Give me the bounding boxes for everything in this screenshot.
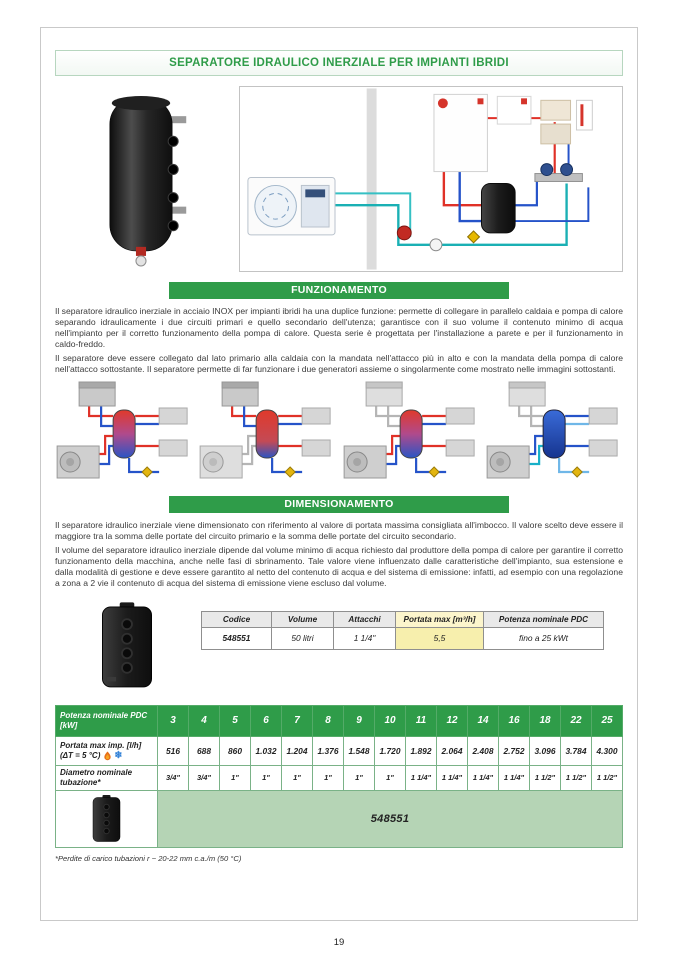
flow-value-cell: 1.720 <box>374 735 406 766</box>
power-table-flow-row: Portata max imp. [l/h] (ΔT = 5 °C)❄ 516 … <box>55 735 623 766</box>
flow-value-cell: 2.408 <box>467 735 499 766</box>
power-kw-cell: 12 <box>436 704 468 737</box>
diameter-value-cell: 1" <box>374 764 406 791</box>
power-kw-cell: 18 <box>529 704 561 737</box>
spec-section: Codice Volume Attacchi Portata max [m³/h… <box>55 597 623 695</box>
flow-value-cell: 1.548 <box>343 735 375 766</box>
operating-mode-diagram-2 <box>198 380 336 486</box>
power-kw-cell: 10 <box>374 704 406 737</box>
cylindrical-tank-illustration <box>109 96 187 267</box>
flow-value-cell: 1.032 <box>250 735 282 766</box>
spec-value-codice: 548551 <box>201 626 272 650</box>
section-heading-funzionamento: FUNZIONAMENTO <box>169 282 509 299</box>
diameter-value-cell: 1" <box>281 764 313 791</box>
page-number: 19 <box>333 937 345 948</box>
power-table-code-row: 548551 <box>55 789 623 848</box>
power-kw-cell: 25 <box>591 704 623 737</box>
flame-icon <box>104 751 112 760</box>
product-thumbnail <box>55 789 158 848</box>
operating-mode-diagram-1 <box>55 380 193 486</box>
spec-value-portata-max: 5,5 <box>395 626 484 650</box>
hydraulic-scheme-drawing <box>247 88 593 270</box>
power-table-diameter-row: Diametro nominale tubazione* 3/4" 3/4" 1… <box>55 764 623 791</box>
diameter-value-cell: 1 1/4" <box>467 764 499 791</box>
spec-header-potenza-pdc: Potenza nominale PDC <box>483 610 604 628</box>
spec-header-portata-max: Portata max [m³/h] <box>395 610 484 628</box>
flow-value-cell: 516 <box>157 735 189 766</box>
flow-value-cell: 3.096 <box>529 735 561 766</box>
power-kw-cell: 6 <box>250 704 282 737</box>
power-row2-label: Portata max imp. [l/h] (ΔT = 5 °C) ❄ <box>55 735 158 766</box>
flow-value-cell: 860 <box>219 735 251 766</box>
product-photo-wall-tank <box>77 597 177 695</box>
power-table-header-row: Potenza nominale PDC [kW] 3 4 5 6 7 8 9 … <box>55 704 623 737</box>
power-kw-cell: 3 <box>157 704 189 737</box>
power-kw-cell: 7 <box>281 704 313 737</box>
power-kw-cell: 14 <box>467 704 499 737</box>
diameter-value-cell: 1 1/4" <box>405 764 437 791</box>
product-photo-cylindrical <box>55 86 231 272</box>
snowflake-icon: ❄ <box>114 749 123 761</box>
spec-value-volume: 50 litri <box>271 626 334 650</box>
power-kw-cell: 8 <box>312 704 344 737</box>
operating-modes-row <box>55 380 623 486</box>
flow-value-cell: 1.204 <box>281 735 313 766</box>
diameter-value-cell: 1 1/2" <box>591 764 623 791</box>
diameter-value-cell: 1 1/2" <box>529 764 561 791</box>
flow-value-cell: 2.752 <box>498 735 530 766</box>
power-kw-cell: 22 <box>560 704 592 737</box>
spec-value-potenza-pdc: fino a 25 kWt <box>483 626 604 650</box>
flow-label-line2: (ΔT = 5 °C) <box>60 750 101 760</box>
page-frame: SEPARATORE IDRAULICO INERZIALE PER IMPIA… <box>40 27 638 921</box>
power-kw-cell: 9 <box>343 704 375 737</box>
diameter-value-cell: 1" <box>219 764 251 791</box>
section-heading-dimensionamento: DIMENSIONAMENTO <box>169 496 509 514</box>
diameter-value-cell: 1" <box>312 764 344 791</box>
diameter-value-cell: 3/4" <box>188 764 220 791</box>
spec-table: Codice Volume Attacchi Portata max [m³/h… <box>201 610 604 650</box>
flow-label-line1: Portata max imp. [l/h] <box>60 741 142 751</box>
spec-header-codice: Codice <box>201 610 272 628</box>
power-kw-cell: 4 <box>188 704 220 737</box>
dimensionamento-paragraph-2: Il volume del separatore idraulico inerz… <box>55 545 623 588</box>
diameter-value-cell: 1" <box>250 764 282 791</box>
product-code-cell: 548551 <box>157 789 623 848</box>
power-kw-cell: 16 <box>498 704 530 737</box>
diameter-value-cell: 1" <box>343 764 375 791</box>
funzionamento-paragraph-1: Il separatore idraulico inerziale in acc… <box>55 306 623 349</box>
spec-table-header-row: Codice Volume Attacchi Portata max [m³/h… <box>201 610 604 628</box>
power-table: Potenza nominale PDC [kW] 3 4 5 6 7 8 9 … <box>55 704 623 848</box>
flow-value-cell: 4.300 <box>591 735 623 766</box>
diameter-value-cell: 1 1/2" <box>560 764 592 791</box>
diameter-value-cell: 3/4" <box>157 764 189 791</box>
spec-header-volume: Volume <box>271 610 334 628</box>
diameter-value-cell: 1 1/4" <box>498 764 530 791</box>
flow-value-cell: 1.892 <box>405 735 437 766</box>
flow-value-cell: 3.784 <box>560 735 592 766</box>
top-figures <box>55 86 623 272</box>
power-kw-cell: 5 <box>219 704 251 737</box>
diameter-value-cell: 1 1/4" <box>436 764 468 791</box>
spec-table-data-row: 548551 50 litri 1 1/4" 5,5 fino a 25 kWt <box>201 626 604 650</box>
flow-value-cell: 688 <box>188 735 220 766</box>
power-kw-cell: 11 <box>405 704 437 737</box>
spec-value-attacchi: 1 1/4" <box>333 626 396 650</box>
hydraulic-scheme-figure <box>239 86 623 272</box>
page-title: SEPARATORE IDRAULICO INERZIALE PER IMPIA… <box>55 50 623 76</box>
dimensionamento-paragraph-1: Il separatore idraulico inerziale viene … <box>55 520 623 542</box>
flow-value-cell: 2.064 <box>436 735 468 766</box>
spec-header-attacchi: Attacchi <box>333 610 396 628</box>
power-row1-label: Potenza nominale PDC [kW] <box>55 704 158 737</box>
flow-value-cell: 1.376 <box>312 735 344 766</box>
operating-mode-diagram-4 <box>485 380 623 486</box>
operating-mode-diagram-3 <box>342 380 480 486</box>
power-row3-label: Diametro nominale tubazione* <box>55 764 158 791</box>
funzionamento-paragraph-2: Il separatore deve essere collegato dal … <box>55 352 623 374</box>
footnote: *Perdite di carico tubazioni r ~ 20-22 m… <box>55 853 242 863</box>
